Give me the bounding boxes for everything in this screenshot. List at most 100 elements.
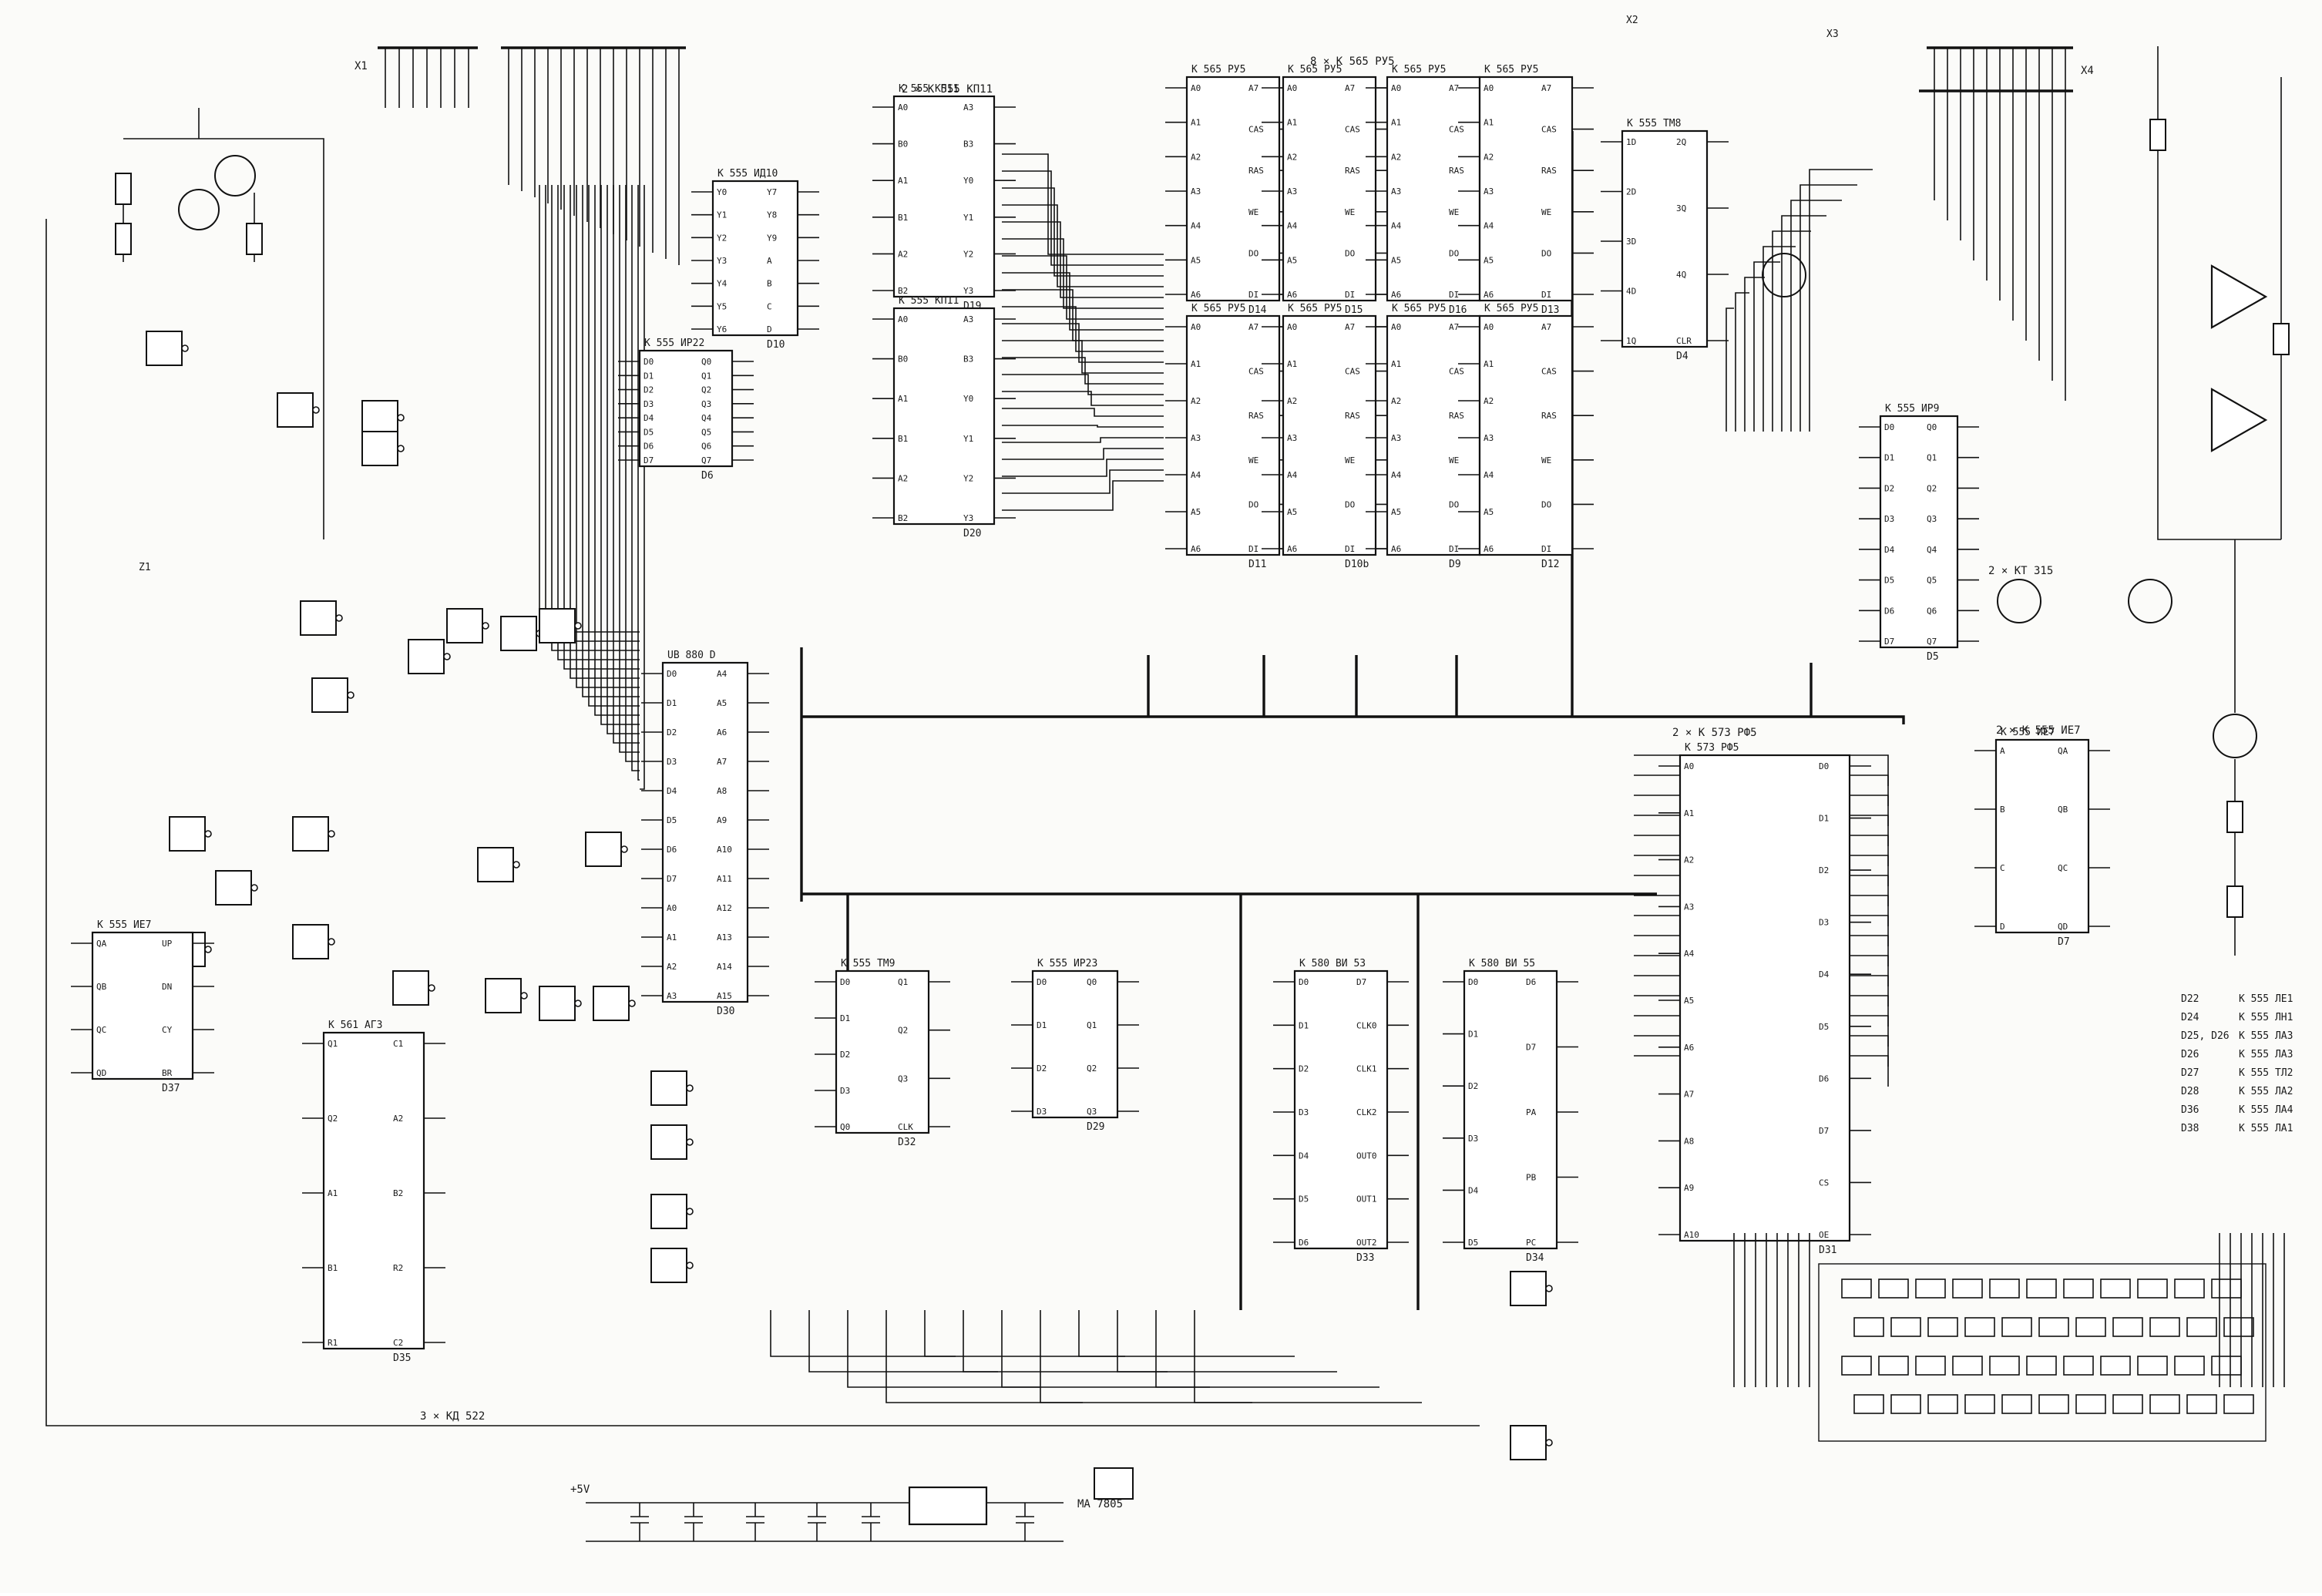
pin-label: A3: [1484, 433, 1494, 443]
pin-label: Q4: [1927, 545, 1937, 555]
ram-bank-label: 8 × К 565 РУ5: [1310, 55, 1395, 68]
pin-label: A4: [1484, 221, 1494, 231]
key-switch: [1853, 1394, 1884, 1414]
pin-label: WE: [1248, 455, 1258, 465]
pin-label: D3: [1884, 514, 1894, 524]
pin-label: A0: [1391, 83, 1401, 93]
pin-label: A6: [1287, 544, 1297, 554]
chip-id-label: D13: [1541, 304, 1559, 316]
pin-label: A4: [1391, 221, 1402, 231]
pin-label: A4: [1287, 470, 1298, 480]
pin-label: PB: [1526, 1173, 1537, 1183]
pin-label: 2D: [1626, 187, 1636, 197]
chip-type-label: К 561 АГ3: [328, 1020, 382, 1031]
pin-label: A0: [898, 102, 908, 113]
chip-type-label: К 565 РУ5: [1191, 303, 1245, 314]
key-switch: [1964, 1394, 1995, 1414]
pin-label: Y0: [717, 187, 727, 197]
pin-label: A5: [717, 698, 727, 708]
chip-id-label: D10b: [1345, 559, 1369, 570]
chip-d33: К 580 ВИ 53D33D0D1D2D3D4D5D6D7CLK0CLK1CL…: [1273, 958, 1409, 1264]
pin-label: A5: [1391, 507, 1401, 517]
pin-label: DO: [1449, 248, 1459, 258]
pin-label: D6: [667, 845, 677, 855]
pin-label: OUT1: [1356, 1194, 1377, 1205]
pin-label: DO: [1248, 499, 1258, 509]
pin-label: Q3: [898, 1074, 908, 1084]
pin-label: QA: [96, 939, 107, 949]
key-switch: [2026, 1278, 2057, 1299]
rom-pair-label: 2 × К 573 РФ5: [1672, 727, 1757, 739]
pin-label: D7: [1819, 1126, 1829, 1136]
pin-label: A7: [1449, 83, 1459, 93]
pin-label: Y1: [963, 213, 973, 223]
pin-label: A7: [1345, 322, 1355, 332]
pin-label: D5: [667, 815, 677, 825]
chip-type-label: К 555 ИЕ7: [97, 919, 151, 931]
logic-gate: [1510, 1271, 1553, 1306]
pin-label: A3: [1391, 433, 1401, 443]
transistor-pair-label: 2 × КТ 315: [1988, 565, 2053, 577]
key-switch: [2186, 1394, 2217, 1414]
pin-label: D7: [667, 874, 677, 884]
pin-label: Q1: [328, 1039, 338, 1049]
pin-label: A2: [393, 1114, 403, 1124]
logic-gate: [539, 608, 582, 643]
pin-label: WE: [1449, 207, 1459, 217]
key-switch: [1915, 1278, 1946, 1299]
pin-label: Y5: [717, 301, 727, 311]
pin-label: D0: [1819, 761, 1829, 771]
pin-label: Y0: [963, 394, 973, 404]
key-switch: [1952, 1278, 1983, 1299]
pin-label: D3: [667, 757, 677, 767]
pin-label: A2: [1391, 152, 1401, 162]
pin-label: 3D: [1626, 237, 1636, 247]
chip-id-label: D12: [1541, 559, 1559, 570]
pin-label: WE: [1345, 455, 1355, 465]
chip-type-label: К 580 ВИ 53: [1299, 958, 1366, 969]
pin-label: A1: [1191, 118, 1201, 128]
pin-label: RAS: [1449, 166, 1464, 176]
pin-label: C: [2000, 863, 2005, 873]
pin-label: D3: [1819, 918, 1829, 928]
key-switch: [1989, 1278, 2020, 1299]
pin-label: B3: [963, 139, 973, 150]
pin-label: D1: [1037, 1020, 1047, 1030]
pin-label: A: [2000, 746, 2005, 756]
pin-label: D0: [667, 669, 677, 679]
pin-label: RAS: [1248, 411, 1264, 421]
analog-stage: [1762, 46, 2290, 956]
chip-id-label: D20: [963, 528, 981, 539]
legend-ref: D24: [2181, 1012, 2199, 1023]
pin-label: Q2: [898, 1026, 908, 1036]
pin-label: A0: [1484, 83, 1494, 93]
chip-id-label: D4: [1676, 351, 1689, 362]
pin-label: A9: [1684, 1183, 1694, 1193]
pin-label: D4: [1884, 545, 1895, 555]
pin-label: DI: [1345, 290, 1355, 300]
pin-label: Q7: [701, 455, 711, 465]
key-switch: [1952, 1356, 1983, 1376]
pin-label: A7: [1449, 322, 1459, 332]
power-supply: [586, 1467, 1134, 1542]
pin-label: CLK: [898, 1122, 913, 1132]
chip-type-label: К 555 ИЕ7: [2001, 727, 2055, 738]
pin-label: D7: [644, 455, 654, 465]
pin-label: A6: [1287, 290, 1297, 300]
pin-label: A7: [1684, 1090, 1694, 1100]
legend-ref: D26: [2181, 1049, 2199, 1060]
logic-gate: [392, 970, 435, 1006]
legend-ref: D36: [2181, 1104, 2199, 1116]
chip-type-label: UB 880 D: [667, 650, 716, 661]
pin-label: DI: [1248, 290, 1258, 300]
key-switch: [1964, 1317, 1995, 1337]
chip-id-label: D5: [1927, 651, 1939, 663]
chip-id-label: D32: [898, 1137, 916, 1148]
